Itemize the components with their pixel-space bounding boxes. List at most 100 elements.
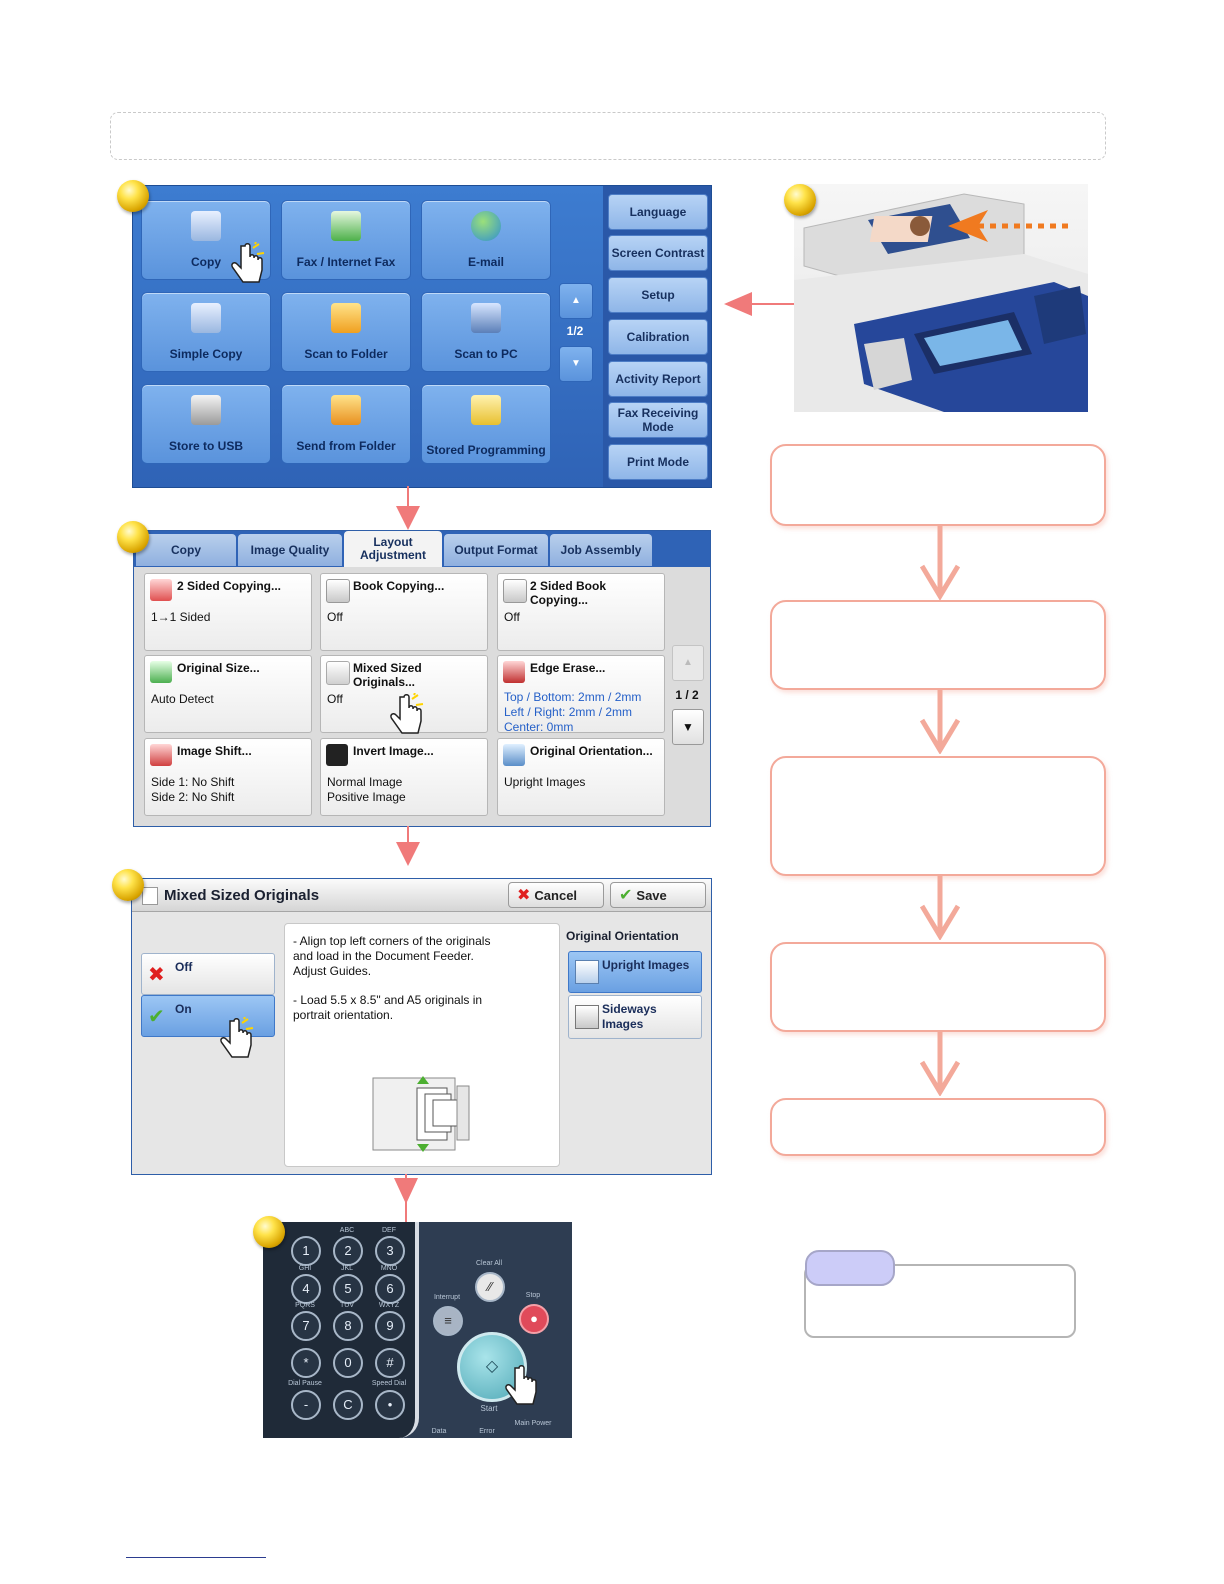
two-sided-book-copying-cell[interactable]: 2 Sided Book Copying... Off — [497, 573, 665, 651]
mixed-sized-originals-screen: Mixed Sized Originals ✖ Cancel ✔ Save ✖ … — [131, 878, 712, 1175]
tab-job-assembly[interactable]: Job Assembly — [550, 534, 652, 566]
step-bullet-2 — [117, 521, 149, 553]
simple-copy-tile[interactable]: Simple Copy — [141, 292, 271, 372]
copy-tile[interactable]: Copy — [141, 200, 271, 280]
cancel-button[interactable]: ✖ Cancel — [508, 882, 604, 908]
key-7[interactable]: 7 — [291, 1311, 321, 1341]
page-indicator: 1/2 — [566, 324, 584, 338]
error-label: Error — [479, 1428, 495, 1435]
edge-erase-icon — [503, 661, 525, 683]
tab-output-format[interactable]: Output Format — [444, 534, 548, 566]
tab-image-quality[interactable]: Image Quality — [238, 534, 342, 566]
scan-to-folder-tile[interactable]: Scan to Folder — [281, 292, 411, 372]
book-copying-cell[interactable]: Book Copying... Off — [320, 573, 488, 651]
key-0[interactable]: 0 — [333, 1348, 363, 1378]
original-size-cell[interactable]: Original Size... Auto Detect — [144, 655, 312, 733]
size-icon — [150, 661, 172, 683]
send-folder-icon — [331, 395, 361, 425]
key-asterisk[interactable]: * — [291, 1348, 321, 1378]
fax-tile[interactable]: Fax / Internet Fax — [281, 200, 411, 280]
arrow-down-icon — [396, 826, 420, 866]
scroll-up-button[interactable]: ▲ — [559, 283, 593, 319]
instruction-panel: - Align top left corners of the original… — [284, 923, 560, 1167]
arrow-left-icon — [948, 210, 1068, 242]
scroll-up-button[interactable]: ▲ — [672, 645, 704, 681]
interrupt-label: Interrupt — [433, 1294, 461, 1301]
key-hash[interactable]: # — [375, 1348, 405, 1378]
key-4[interactable]: 4 — [291, 1274, 321, 1304]
flow-step-box-4 — [770, 942, 1106, 1032]
scroll-down-button[interactable]: ▼ — [672, 709, 704, 745]
original-orientation-cell[interactable]: Original Orientation... Upright Images — [497, 738, 665, 816]
arrow-down-icon — [920, 876, 960, 940]
print-mode-button[interactable]: Print Mode — [608, 444, 708, 480]
tab-bar: Copy Image Quality Layout Adjustment Out… — [134, 531, 710, 567]
key-8[interactable]: 8 — [333, 1311, 363, 1341]
upright-images-button[interactable]: Upright Images — [568, 951, 702, 993]
pc-icon — [471, 303, 501, 333]
step-bullet-3 — [112, 869, 144, 901]
hand-pointer-icon — [220, 1017, 254, 1058]
language-button[interactable]: Language — [608, 194, 708, 230]
two-sided-copying-cell[interactable]: 2 Sided Copying... 1→1 Sided — [144, 573, 312, 651]
screen-contrast-button[interactable]: Screen Contrast — [608, 235, 708, 271]
dial-pause-key[interactable]: - — [291, 1390, 321, 1420]
printer-photo — [794, 184, 1088, 412]
instruction-text-2: - Load 5.5 x 8.5" and A5 originals in po… — [293, 993, 483, 1022]
scroll-down-button[interactable]: ▼ — [559, 346, 593, 382]
usb-icon — [191, 395, 221, 425]
on-option-button[interactable]: ✔ On — [141, 995, 275, 1037]
folder-icon — [331, 303, 361, 333]
title-box — [110, 112, 1106, 160]
main-power-label: Main Power — [514, 1420, 552, 1427]
tab-layout-adjustment[interactable]: Layout Adjustment — [344, 531, 442, 567]
dialog-title: Mixed Sized Originals — [164, 887, 320, 904]
orientation-heading: Original Orientation — [566, 929, 679, 943]
key-6[interactable]: 6 — [375, 1274, 405, 1304]
save-button[interactable]: ✔ Save — [610, 882, 706, 908]
speed-dial-label: Speed Dial — [371, 1380, 407, 1387]
key-5[interactable]: 5 — [333, 1274, 363, 1304]
scan-to-pc-tile[interactable]: Scan to PC — [421, 292, 551, 372]
flow-step-box-2 — [770, 600, 1106, 690]
stored-programming-tile[interactable]: Stored Programming — [421, 384, 551, 464]
footnote-line — [126, 1557, 266, 1558]
send-from-folder-tile[interactable]: Send from Folder — [281, 384, 411, 464]
key-2[interactable]: 2 — [333, 1236, 363, 1266]
key-9[interactable]: 9 — [375, 1311, 405, 1341]
invert-icon — [326, 744, 348, 766]
fax-receiving-mode-button[interactable]: Fax Receiving Mode — [608, 402, 708, 438]
interrupt-button[interactable]: ≡ — [433, 1306, 463, 1336]
stop-button[interactable]: ● — [519, 1304, 549, 1334]
activity-report-button[interactable]: Activity Report — [608, 361, 708, 397]
arrow-down-icon — [396, 486, 420, 530]
arrow-down-icon — [920, 1032, 960, 1096]
flow-step-box-1 — [770, 444, 1106, 526]
image-shift-cell[interactable]: Image Shift... Side 1: No Shift Side 2: … — [144, 738, 312, 816]
edge-erase-cell[interactable]: Edge Erase... Top / Bottom: 2mm / 2mm Le… — [497, 655, 665, 734]
clear-key[interactable]: C — [333, 1390, 363, 1420]
email-tile[interactable]: E-mail — [421, 200, 551, 280]
services-home-screen: Copy Fax / Internet Fax E-mail Simple Co… — [132, 185, 712, 488]
hand-pointer-icon — [505, 1365, 537, 1405]
key-1[interactable]: 1 — [291, 1236, 321, 1266]
mixed-originals-icon — [326, 661, 350, 685]
tab-copy[interactable]: Copy — [136, 534, 236, 566]
fax-icon — [331, 211, 361, 241]
sideways-images-button[interactable]: Sideways Images — [568, 995, 702, 1039]
setup-button[interactable]: Setup — [608, 277, 708, 313]
key-3[interactable]: 3 — [375, 1236, 405, 1266]
sideways-icon — [575, 1005, 599, 1029]
speed-dial-key[interactable]: • — [375, 1390, 405, 1420]
instruction-text-1: - Align top left corners of the original… — [293, 934, 491, 978]
store-to-usb-tile[interactable]: Store to USB — [141, 384, 271, 464]
calibration-button[interactable]: Calibration — [608, 319, 708, 355]
clear-all-button[interactable]: ⁄⁄ — [475, 1272, 505, 1302]
flow-step-box-5 — [770, 1098, 1106, 1156]
invert-image-cell[interactable]: Invert Image... Normal Image Positive Im… — [320, 738, 488, 816]
close-icon: ✖ — [517, 887, 531, 904]
off-option-button[interactable]: ✖ Off — [141, 953, 275, 995]
simple-copy-icon — [191, 303, 221, 333]
globe-icon — [471, 211, 501, 241]
page-indicator: 1 / 2 — [675, 688, 699, 702]
